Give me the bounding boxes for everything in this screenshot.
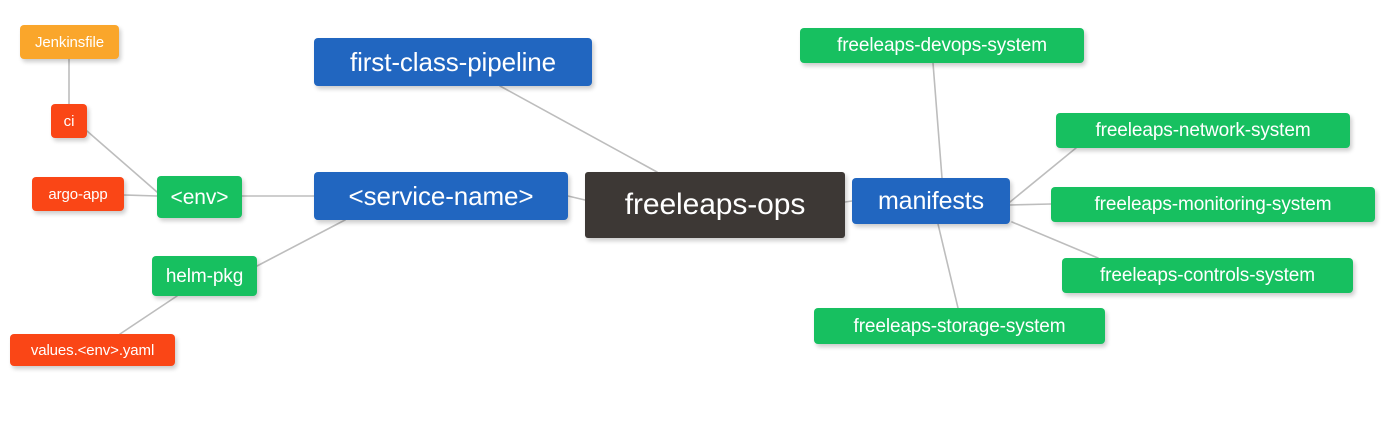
edge-argo-app-to-env — [123, 194, 158, 197]
edge-manifests-to-devops — [932, 62, 943, 179]
edge-manifests-to-controls — [1011, 221, 1099, 259]
mindmap-node-helm-pkg[interactable]: helm-pkg — [152, 256, 257, 296]
edge-manifests-to-monitoring — [1009, 203, 1052, 206]
edge-service-name-to-root — [567, 195, 586, 201]
mindmap-node-network[interactable]: freeleaps-network-system — [1056, 113, 1350, 148]
edge-pipeline-to-root — [499, 85, 658, 173]
mindmap-node-monitoring[interactable]: freeleaps-monitoring-system — [1051, 187, 1375, 222]
mindmap-node-manifests[interactable]: manifests — [852, 178, 1010, 224]
edge-service-name-to-helm-pkg — [256, 219, 346, 267]
mindmap-node-root[interactable]: freeleaps-ops — [585, 172, 845, 238]
mindmap-node-pipeline[interactable]: first-class-pipeline — [314, 38, 592, 86]
mindmap-node-storage[interactable]: freeleaps-storage-system — [814, 308, 1105, 344]
mindmap-node-jenkinsfile[interactable]: Jenkinsfile — [20, 25, 119, 59]
mindmap-node-devops[interactable]: freeleaps-devops-system — [800, 28, 1084, 63]
edge-helm-pkg-to-values-yaml — [119, 295, 178, 335]
mindmap-node-values-yaml[interactable]: values.<env>.yaml — [10, 334, 175, 366]
mindmap-node-env[interactable]: <env> — [157, 176, 242, 218]
mindmap-node-service-name[interactable]: <service-name> — [314, 172, 568, 220]
mindmap-node-controls[interactable]: freeleaps-controls-system — [1062, 258, 1353, 293]
mindmap-node-ci[interactable]: ci — [51, 104, 87, 138]
edge-manifests-to-storage — [937, 223, 959, 309]
edge-root-to-manifests — [844, 200, 853, 203]
mindmap-node-argo-app[interactable]: argo-app — [32, 177, 124, 211]
